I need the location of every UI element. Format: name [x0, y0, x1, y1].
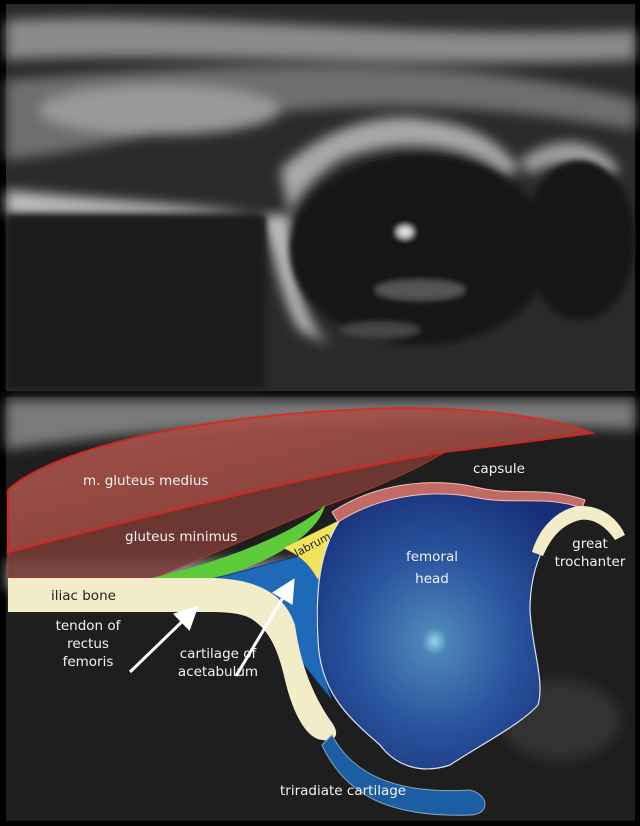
label-cartilage-acetabulum-2: acetabulum [178, 664, 258, 680]
label-great-trochanter-1: great [572, 536, 608, 552]
great-trochanter-shape [532, 505, 625, 556]
label-tendon-1: tendon of [56, 618, 122, 634]
label-great-trochanter-2: trochanter [555, 554, 626, 570]
label-tendon-3: femoris [63, 654, 114, 670]
label-iliac-bone: iliac bone [51, 588, 116, 604]
label-gluteus-minimus: gluteus minimus [125, 529, 237, 545]
rectus-femoris-tendon-shape [152, 505, 325, 578]
iliac-bone-shape [8, 578, 337, 741]
gluteus-medius-shape [7, 406, 596, 554]
label-capsule: capsule [473, 461, 525, 477]
label-femoral-head-2: head [415, 571, 449, 587]
acetabulum-arrow [234, 578, 295, 677]
label-tendon-2: rectus [67, 636, 109, 652]
label-gluteus-medius: m. gluteus medius [83, 473, 208, 489]
label-femoral-head-1: femoral [406, 549, 458, 565]
ultrasound-image-raw [6, 4, 635, 391]
label-cartilage-acetabulum-1: cartilage of [180, 646, 258, 662]
rectus-femoris-arrow [128, 605, 199, 674]
triradiate-cartilage-shape [321, 734, 486, 816]
label-triradiate-cartilage: triradiate cartilage [280, 783, 406, 799]
